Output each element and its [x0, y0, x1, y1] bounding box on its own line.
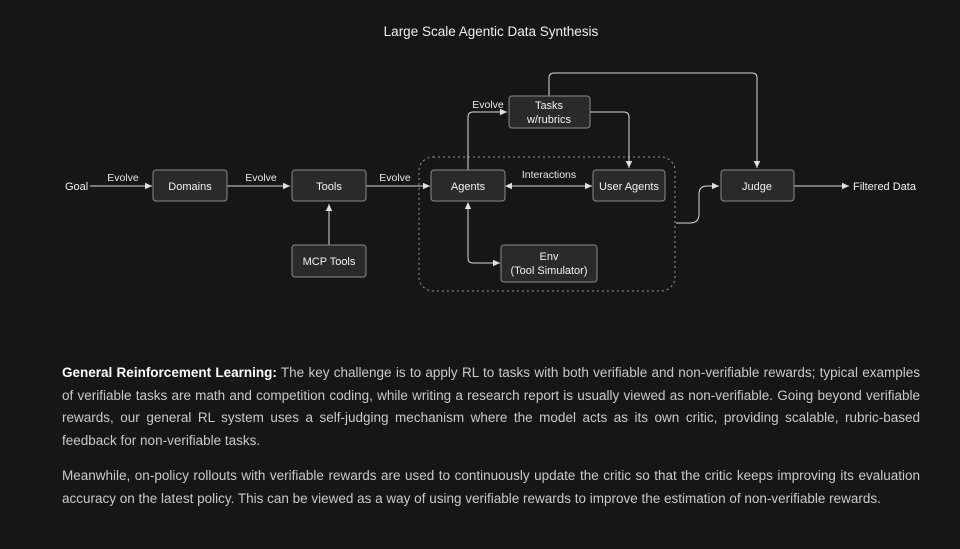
node-tasks-label-line2: w/rubrics — [526, 114, 572, 126]
edge-label-domains-tools: Evolve — [245, 172, 277, 184]
node-env-label-line2: (Tool Simulator) — [510, 265, 587, 277]
diagram-title: Large Scale Agentic Data Synthesis — [383, 24, 599, 39]
node-tasks-label-line1: Tasks — [535, 100, 564, 112]
node-mcp-tools: MCP Tools — [291, 244, 367, 278]
paragraph-body: The key challenge is to apply RL to task… — [62, 365, 920, 448]
node-judge: Judge — [720, 169, 795, 202]
edge-group-judge — [676, 182, 719, 224]
node-goal: Goal — [65, 181, 88, 193]
node-judge-label: Judge — [742, 181, 772, 193]
node-filtered-data: Filtered Data — [853, 181, 917, 193]
node-domains-label: Domains — [168, 181, 212, 193]
node-env: Env (Tool Simulator) — [500, 244, 598, 283]
node-agents-label: Agents — [451, 181, 486, 193]
node-agents: Agents — [430, 169, 506, 202]
paragraph-general-rl: General Reinforcement Learning: The key … — [62, 362, 920, 452]
node-tools: Tools — [291, 169, 367, 202]
node-mcp-tools-label: MCP Tools — [303, 256, 356, 268]
edge-agents-env — [464, 202, 500, 267]
edge-tasks-users — [590, 111, 633, 168]
node-user-agents-label: User Agents — [599, 181, 659, 193]
paragraph-heading: General Reinforcement Learning: — [62, 365, 277, 380]
edge-tasks-judge — [548, 72, 761, 168]
edge-agents-tasks — [467, 108, 507, 170]
node-env-label-line1: Env — [540, 251, 559, 263]
edge-label-agents-tasks: Evolve — [472, 99, 504, 111]
paragraph-on-policy: Meanwhile, on-policy rollouts with verif… — [62, 468, 920, 506]
edge-label-interactions: Interactions — [522, 169, 576, 181]
pipeline-diagram: Evolve Evolve Evolve Evolve Interactions… — [65, 72, 917, 292]
node-tasks: Tasks w/rubrics — [508, 95, 591, 129]
node-tools-label: Tools — [316, 181, 342, 193]
edge-label-goal-domains: Evolve — [107, 172, 139, 184]
node-domains: Domains — [152, 169, 228, 202]
node-user-agents: User Agents — [592, 169, 666, 202]
agent-group-boundary — [418, 156, 676, 292]
edge-label-tools-agents: Evolve — [379, 172, 411, 184]
